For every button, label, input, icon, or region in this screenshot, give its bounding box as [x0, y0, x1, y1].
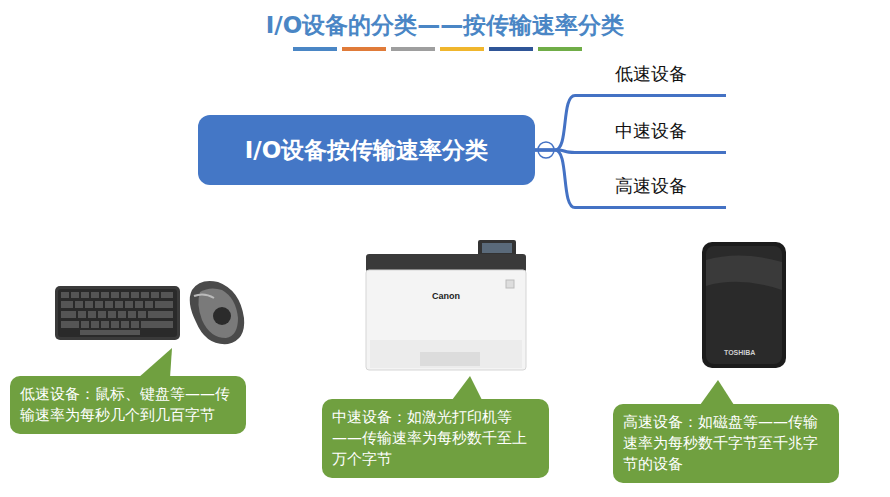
node-text: 高速设备 — [579, 174, 722, 198]
printer-picture — [366, 240, 526, 370]
callout-box: 中速设备：如激光打印机等——传输速率为每秒数千至上万个字节 — [322, 399, 549, 478]
branch-line — [535, 96, 575, 151]
callout-box: 高速设备：如磁盘等——传输速率为每秒数千字节至千兆字节的设备 — [613, 404, 839, 483]
brand-label: TOSHIBA — [724, 349, 755, 356]
slide-title: I/O设备的分类——按传输速率分类 — [0, 10, 890, 41]
keyboard-picture — [55, 286, 180, 340]
branch-item: 低速设备 — [575, 58, 726, 97]
callout-box: 低速设备：鼠标、键盘等——传输速率为每秒几个到几百字节 — [10, 376, 246, 434]
node-text: 低速设备 — [579, 62, 722, 86]
root-box: I/O设备按传输速率分类 — [198, 115, 535, 185]
disk-picture — [702, 242, 786, 368]
node-text: 低速设备：鼠标、键盘等——传输速率为每秒几个到几百字节 — [20, 384, 236, 426]
branch-item: 高速设备 — [575, 170, 726, 209]
node-text: 高速设备：如磁盘等——传输速率为每秒数千字节至千兆字节的设备 — [623, 412, 829, 475]
title-bars — [293, 47, 582, 51]
brand-label: Canon — [432, 291, 460, 301]
node-text: 中速设备：如激光打印机等——传输速率为每秒数千至上万个字节 — [332, 407, 539, 470]
branch-item: 中速设备 — [575, 115, 726, 154]
branch-line — [535, 150, 575, 208]
node-text: I/O设备按传输速率分类 — [245, 135, 489, 166]
node-text: 中速设备 — [579, 119, 722, 143]
mouse-picture — [190, 281, 244, 344]
